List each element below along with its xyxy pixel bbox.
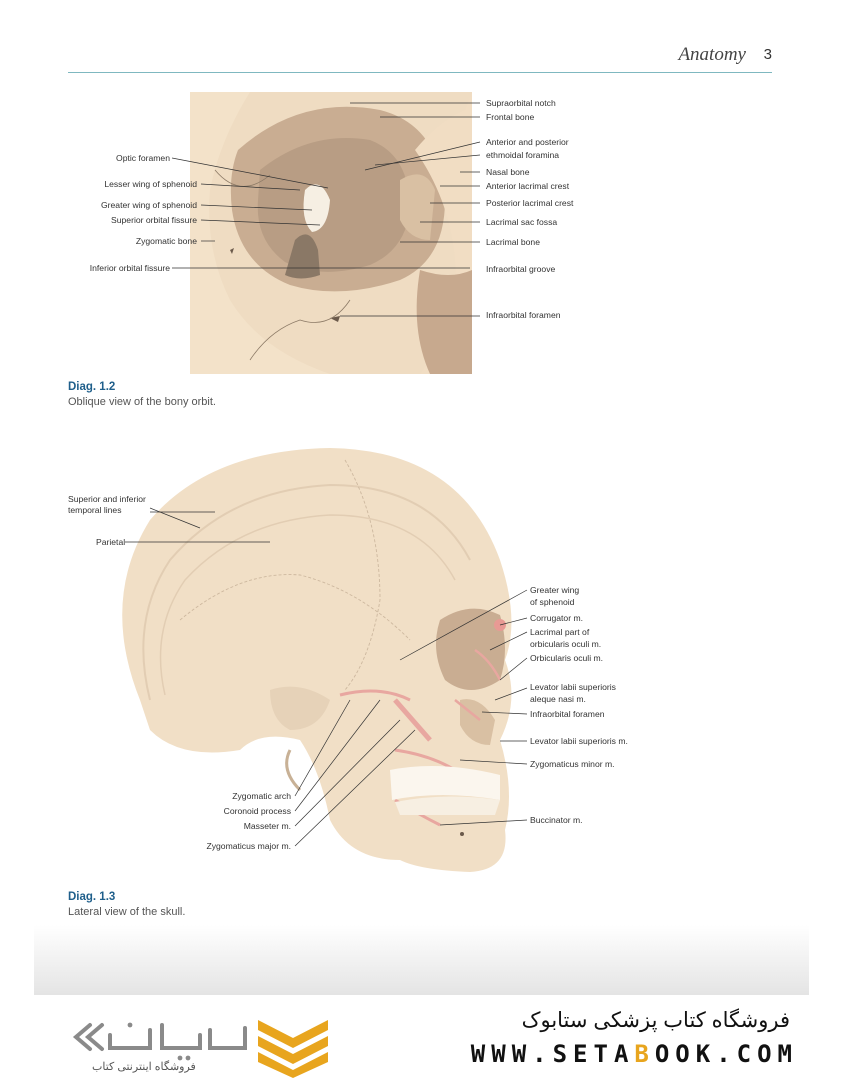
label-optic-foramen: Optic foramen <box>116 153 170 163</box>
label-greater-wing-1: Greater wing <box>530 585 580 595</box>
caption-diag-1-2-title: Diag. 1.2 <box>68 381 116 393</box>
lacrimal-fossa <box>400 174 435 240</box>
label-levator-alaeque-1: Levator labii superioris <box>530 682 616 692</box>
label-masseter: Masseter m. <box>243 821 291 831</box>
skull-orbit <box>436 608 505 690</box>
footer-shop-name: فروشگاه کتاب پزشکی ستابوک <box>521 1009 790 1032</box>
running-header-title: Anatomy <box>678 44 746 65</box>
label-superior-orbital-fissure: Superior orbital fissure <box>111 215 197 225</box>
label-temporal-lines-2: temporal lines <box>68 505 122 515</box>
label-infraorbital-foramen-2: Infraorbital foramen <box>530 709 605 719</box>
caption-diag-1-3-title: Diag. 1.3 <box>68 891 116 903</box>
label-levator-alaeque-2: aleque nasi m. <box>530 694 586 704</box>
label-greater-wing-sphenoid: Greater wing of sphenoid <box>100 200 197 210</box>
label-zygomatic-bone: Zygomatic bone <box>135 236 197 246</box>
label-temporal-lines-1: Superior and inferior <box>68 494 146 504</box>
label-corrugator: Corrugator m. <box>530 613 584 623</box>
label-posterior-lacrimal-crest: Posterior lacrimal crest <box>486 198 574 208</box>
header-rule <box>68 72 772 73</box>
upper-teeth <box>390 766 500 800</box>
caption-diag-1-2-text: Oblique view of the bony orbit. <box>68 396 216 408</box>
label-anterior-lacrimal-crest: Anterior lacrimal crest <box>486 181 570 191</box>
caption-diag-1-3-text: Lateral view of the skull. <box>68 906 186 918</box>
footer-url-highlight: B <box>634 1040 655 1068</box>
label-infraorbital-groove: Infraorbital groove <box>486 264 556 274</box>
footer-url: WWW.SETABOOK.COM <box>471 1040 798 1068</box>
label-zygomaticus-major: Zygomaticus major m. <box>206 841 291 851</box>
label-coronoid-process: Coronoid process <box>223 806 291 816</box>
label-lacrimal-sac-fossa: Lacrimal sac fossa <box>486 217 558 227</box>
label-frontal-bone: Frontal bone <box>486 112 535 122</box>
footer-url-suffix: OOK.COM <box>654 1040 798 1068</box>
label-lacrimal-part-1: Lacrimal part of <box>530 627 590 637</box>
optic-foramen <box>303 184 330 232</box>
label-ethmoidal-foramina-2: ethmoidal foramina <box>486 150 560 160</box>
label-zygomatic-arch: Zygomatic arch <box>232 791 291 801</box>
label-lacrimal-bone: Lacrimal bone <box>486 237 540 247</box>
label-orbicularis-oculi: Orbicularis oculi m. <box>530 653 604 663</box>
label-parietal: Parietal <box>96 537 126 547</box>
label-lacrimal-part-2: orbicularis oculi m. <box>530 639 602 649</box>
label-levator-labii: Levator labii superioris m. <box>530 736 628 746</box>
label-inferior-orbital-fissure: Inferior orbital fissure <box>89 263 170 273</box>
inferior-orbital-fissure <box>285 234 320 279</box>
page-number: 3 <box>763 46 772 63</box>
label-greater-wing-2: of sphenoid <box>530 597 575 607</box>
label-lesser-wing-sphenoid: Lesser wing of sphenoid <box>104 179 197 189</box>
label-ethmoidal-foramina-1: Anterior and posterior <box>486 137 569 147</box>
label-infraorbital-foramen: Infraorbital foramen <box>486 310 561 320</box>
label-supraorbital-notch: Supraorbital notch <box>486 98 556 108</box>
label-zygomaticus-minor: Zygomaticus minor m. <box>530 759 615 769</box>
page-bottom-shadow <box>34 925 809 995</box>
footer-url-prefix: WWW.SETA <box>470 1040 635 1068</box>
label-buccinator: Buccinator m. <box>530 815 583 825</box>
skull-shape <box>122 448 512 872</box>
label-nasal-bone: Nasal bone <box>486 167 530 177</box>
footer-brand-subtitle: فروشگاه اینترنتی کتاب <box>92 1061 196 1073</box>
lower-teeth <box>395 796 500 815</box>
